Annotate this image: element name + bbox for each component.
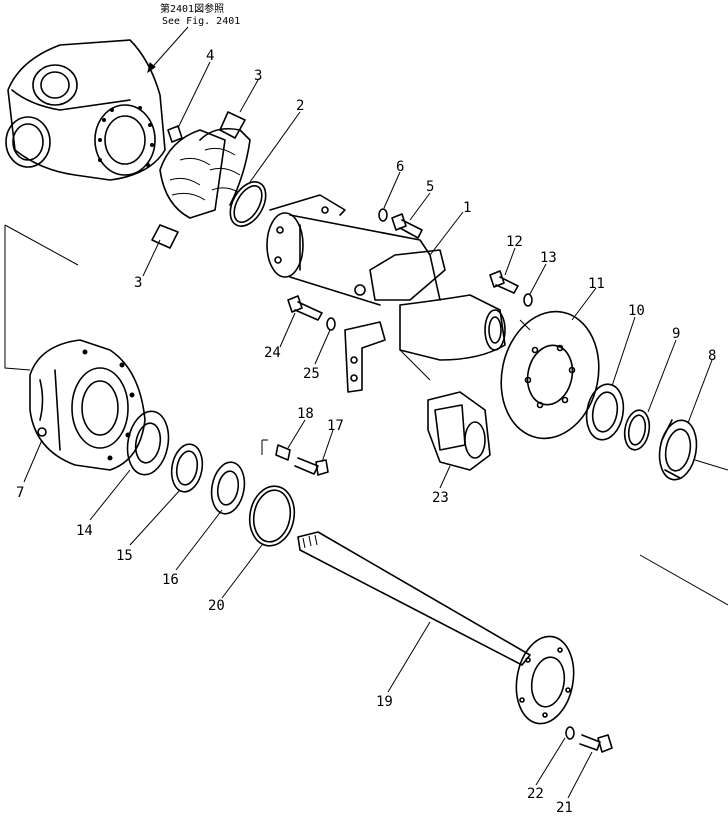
callout-20: 20 — [208, 598, 225, 614]
callout-12: 12 — [506, 234, 523, 250]
reference-note-jp: 第2401図参照 — [160, 2, 224, 15]
part-3-shims — [151, 111, 251, 249]
reference-leader — [147, 26, 189, 73]
part-24-bolt — [287, 295, 323, 321]
callout-11: 11 — [588, 276, 605, 292]
callout-7: 7 — [16, 485, 24, 501]
callout-15: 15 — [116, 548, 133, 564]
alignment-line-right — [639, 459, 728, 606]
part-19-axle-shaft — [297, 531, 575, 725]
callout-21: 21 — [556, 800, 573, 816]
part-2-o-ring — [229, 181, 267, 227]
callout-1: 1 — [463, 200, 471, 216]
callout-9: 9 — [672, 326, 680, 342]
part-25-washer — [326, 317, 336, 331]
part-8-bearing — [658, 419, 698, 481]
part-4-pin — [167, 125, 183, 143]
callout-22: 22 — [527, 786, 544, 802]
callout-leaders — [23, 61, 713, 799]
part-21-bolt — [579, 734, 613, 753]
part-15-shim — [170, 443, 204, 493]
part-1-axle-housing — [266, 194, 506, 361]
bracket — [344, 321, 386, 393]
part-5-bolt — [391, 213, 423, 239]
callout-17: 17 — [327, 418, 344, 434]
part-20-o-ring — [248, 485, 296, 547]
callout-labels: 1 2 3 3 4 5 6 7 8 9 10 11 12 13 14 15 16… — [16, 48, 716, 816]
callout-16: 16 — [162, 572, 179, 588]
callout-5: 5 — [426, 179, 434, 195]
callout-3-top: 3 — [254, 68, 262, 84]
part-14-bearing — [126, 410, 170, 476]
callout-3-bottom: 3 — [134, 275, 142, 291]
callout-19: 19 — [376, 694, 393, 710]
callout-24: 24 — [264, 345, 281, 361]
part-10-seal — [585, 383, 625, 441]
callout-18: 18 — [297, 406, 314, 422]
part-13-washer — [523, 293, 533, 307]
callout-23: 23 — [432, 490, 449, 506]
callout-2: 2 — [296, 98, 304, 114]
part-9-ring — [623, 409, 651, 451]
callout-13: 13 — [540, 250, 557, 266]
alignment-line-center — [399, 319, 531, 381]
callout-10: 10 — [628, 303, 645, 319]
part-23-brake-caliper — [427, 391, 491, 471]
part-22-washer — [565, 726, 575, 740]
part-16-retainer — [210, 461, 246, 515]
alignment-line-left-top — [4, 224, 79, 266]
callout-14: 14 — [76, 523, 93, 539]
part-12-bolt — [489, 270, 519, 294]
part-18-lock-plate — [261, 439, 291, 461]
alignment-line-left — [4, 225, 31, 371]
callout-8: 8 — [708, 348, 716, 364]
reference-note-en: See Fig. 2401 — [162, 16, 240, 27]
callout-4: 4 — [206, 48, 214, 64]
part-6-washer — [378, 208, 388, 222]
callout-25: 25 — [303, 366, 320, 382]
part-17-bolt — [294, 457, 329, 476]
differential-housing — [5, 39, 166, 181]
part-11-brake-disc — [500, 310, 600, 440]
callout-6: 6 — [396, 159, 404, 175]
